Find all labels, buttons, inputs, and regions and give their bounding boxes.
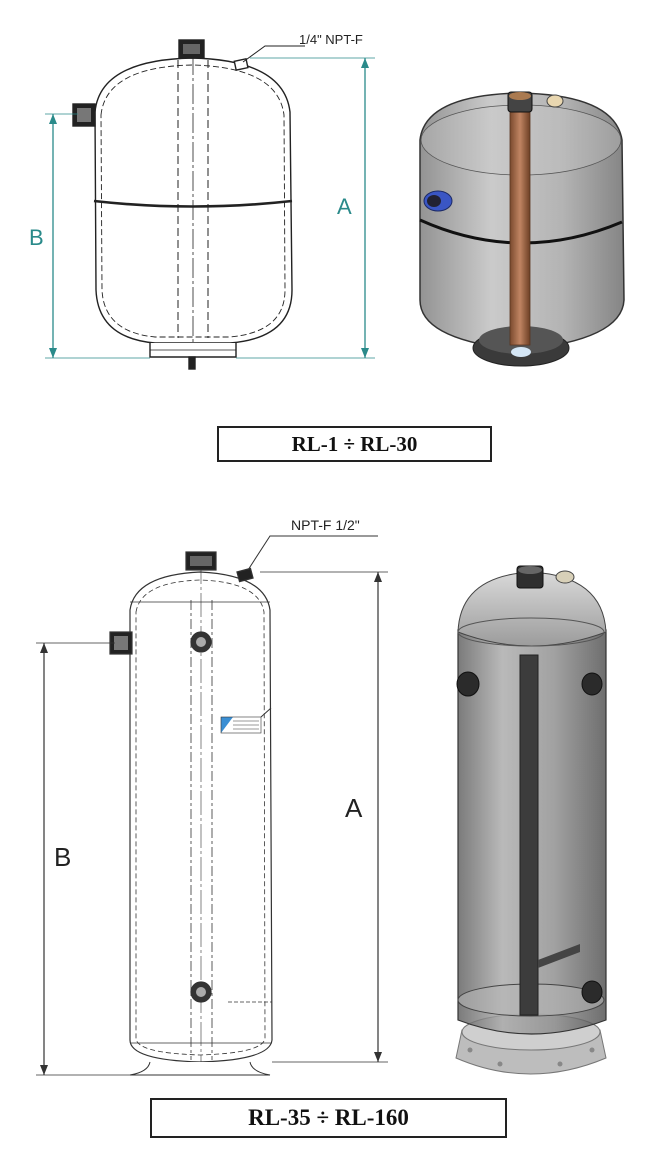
top-dimensions: [45, 57, 375, 359]
bottom-dim-b-label: B: [54, 842, 71, 872]
top-model-caption: RL-1 ÷ RL-30: [217, 426, 492, 462]
bottom-3d-inlet: [456, 671, 480, 697]
bottom-base-stand: [129, 1061, 271, 1076]
bottom-tank-outline: [129, 571, 273, 1063]
bottom-fitting-leader: [247, 535, 378, 571]
top-fitting-label: 1/4" NPT-F: [299, 32, 363, 47]
top-tank-outline: [94, 57, 293, 344]
bottom-dip-tube-3d: [519, 654, 539, 1016]
bottom-technical-drawing: [109, 535, 378, 1076]
bottom-dimensions: [36, 571, 388, 1076]
top-dim-b-label: B: [29, 225, 44, 250]
bottom-npt-fitting: [236, 567, 254, 583]
top-dim-a-label: A: [337, 194, 352, 219]
top-tank-seam: [93, 199, 293, 208]
top-npt-fitting: [233, 58, 249, 71]
top-3d-render: [419, 91, 625, 367]
bottom-tank-inner-dashed: [135, 579, 266, 1056]
bottom-3d-render: [455, 565, 607, 1075]
top-drain-plug: [188, 356, 196, 370]
top-3d-small-fitting: [546, 94, 564, 108]
bottom-fitting-label: NPT-F 1/2": [291, 517, 360, 533]
top-fitting-leader: [242, 45, 305, 63]
bottom-3d-small-fitting: [555, 570, 575, 584]
top-copper-tube: [509, 109, 531, 346]
top-technical-drawing: [72, 39, 305, 370]
bottom-3d-sight-bottom: [581, 980, 603, 1004]
top-3d-inlet: [423, 190, 453, 212]
top-tank-inner-dashed: [100, 64, 286, 338]
bottom-3d-sight-top: [581, 672, 603, 696]
bottom-dim-a-label: A: [345, 793, 363, 823]
bottom-nameplate: [220, 707, 272, 734]
bottom-model-caption: RL-35 ÷ RL-160: [150, 1098, 507, 1138]
